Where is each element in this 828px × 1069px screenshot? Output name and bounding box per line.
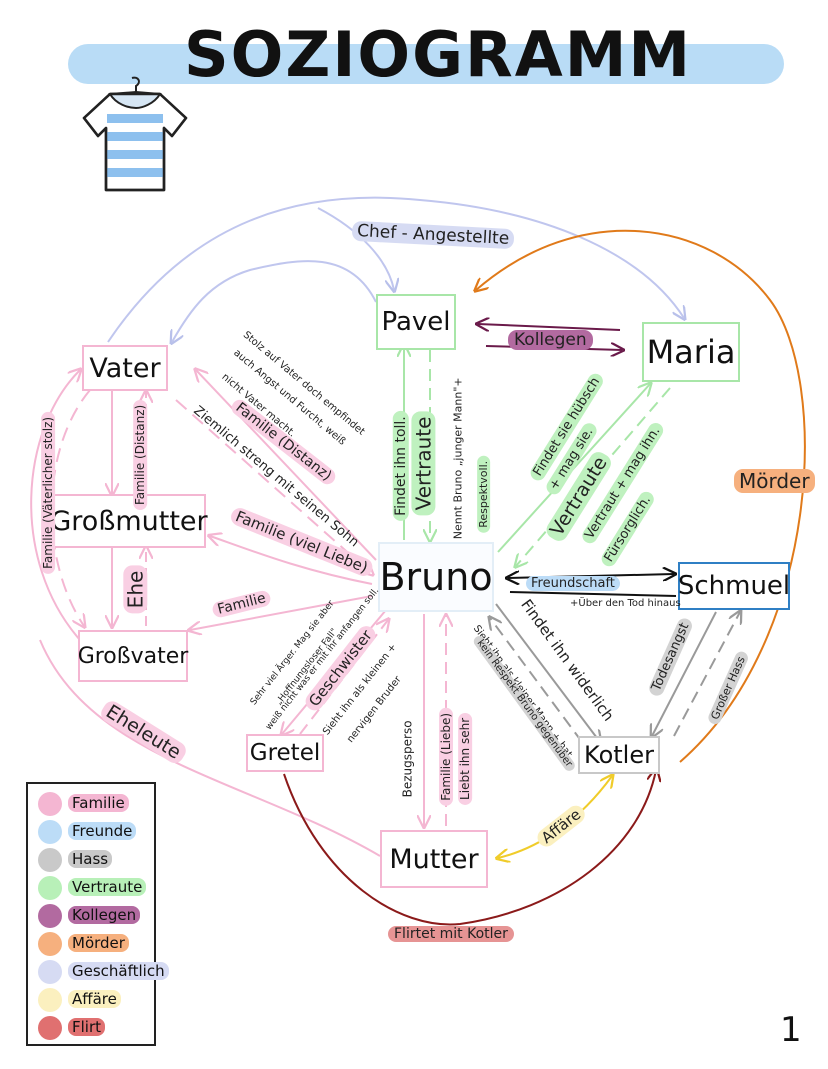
node-maria: Maria	[642, 322, 740, 382]
legend-swatch	[38, 876, 62, 900]
label-vaterlicher-stolz: Familie (Väterlicher stolz)	[41, 411, 56, 574]
label-ueber-tod: +Über den Tod hinaus	[570, 598, 681, 609]
label-nennt-2: Respektvoll.	[477, 455, 491, 533]
label-bezugsperson: Bezugsperso	[400, 720, 415, 798]
legend-label: Geschäftlich	[68, 962, 169, 980]
node-schmuel: Schmuel	[678, 562, 790, 610]
node-pavel: Pavel	[376, 294, 456, 350]
page-number: 1	[780, 1010, 802, 1050]
label-liebt-sehr: Liebt ihn sehr	[458, 712, 473, 805]
node-grossmutter: Großmutter	[50, 494, 208, 548]
legend-item: Geschäftlich	[38, 958, 169, 984]
legend-swatch	[38, 1016, 62, 1040]
legend-swatch	[38, 820, 62, 844]
legend-swatch	[38, 904, 62, 928]
legend-item: Freunde	[38, 818, 156, 844]
legend-label: Affäre	[68, 990, 121, 1008]
striped-shirt-on-hanger-icon	[82, 76, 188, 192]
legend-item: Vertraute	[38, 874, 156, 900]
label-nennt-1: Nennt Bruno „junger Mann"+	[451, 377, 465, 540]
legend-item: Flirt	[38, 1014, 156, 1040]
label-vertraute-pavel: Vertraute	[411, 411, 436, 516]
label-moerder: Mörder	[734, 469, 815, 493]
legend-swatch	[38, 932, 62, 956]
legend-swatch	[38, 848, 62, 872]
legend-label: Mörder	[68, 934, 129, 952]
legend-label: Kollegen	[68, 906, 141, 924]
legend-swatch	[38, 988, 62, 1012]
legend-item: Familie	[38, 790, 156, 816]
label-kollegen: Kollegen	[508, 330, 593, 351]
label-familie-distanz-vg: Familie (Distanz)	[133, 399, 148, 510]
legend-item: Hass	[38, 846, 156, 872]
legend-item: Mörder	[38, 930, 156, 956]
node-bruno: Bruno	[378, 542, 494, 612]
label-flirtet: Flirtet mit Kotler	[388, 926, 514, 942]
title-highlight	[68, 44, 784, 84]
legend-swatch	[38, 792, 62, 816]
label-freundschaft: Freundschaft	[526, 576, 620, 592]
legend-label: Hass	[68, 850, 113, 868]
legend-label: Familie	[68, 794, 129, 812]
node-vater: Vater	[82, 345, 168, 391]
legend-label: Freunde	[68, 822, 137, 840]
node-gretel: Gretel	[246, 734, 324, 772]
legend-item: Kollegen	[38, 902, 156, 928]
page-title: SOZIOGRAMM	[184, 18, 693, 91]
label-ehe: Ehe	[123, 565, 148, 614]
node-mutter: Mutter	[380, 830, 488, 888]
legend-label: Flirt	[68, 1018, 106, 1036]
legend-swatch	[38, 960, 62, 984]
legend-item: Affäre	[38, 986, 156, 1012]
node-kotler: Kotler	[578, 736, 660, 774]
node-grossvater: Großvater	[78, 630, 188, 682]
label-findet-toll: Findet ihn toll.	[392, 411, 409, 521]
label-familie-liebe: Familie (Liebe)	[439, 707, 454, 806]
legend-label: Vertraute	[68, 878, 147, 896]
